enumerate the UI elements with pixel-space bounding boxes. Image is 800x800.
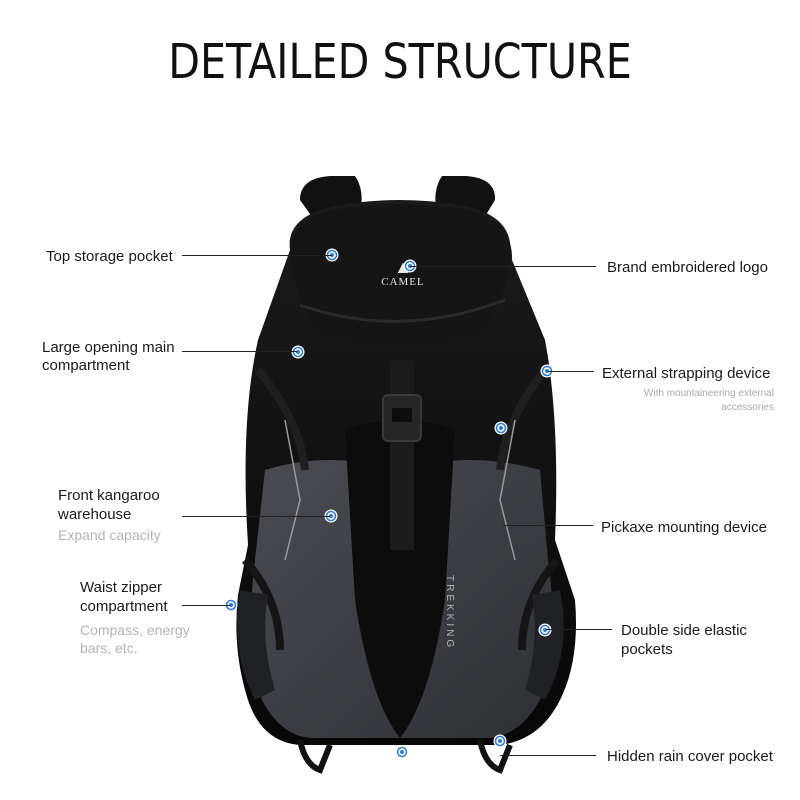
center-strap — [390, 360, 414, 550]
label-front-kangaroo-line1: Front kangaroo — [58, 487, 160, 504]
label-waist-zipper-line2: compartment — [80, 598, 168, 615]
leader-brand-logo — [410, 266, 596, 267]
marker-pickaxe-icon — [494, 421, 508, 435]
marker-bottom-icon — [395, 745, 409, 759]
label-side-pockets-line1: Double side elastic — [621, 622, 747, 639]
label-front-kangaroo-sub: Expand capacity — [58, 527, 161, 543]
leader-waist-zipper — [182, 605, 230, 606]
label-rain-cover: Hidden rain cover pocket — [607, 748, 773, 765]
label-pickaxe: Pickaxe mounting device — [601, 519, 767, 536]
brand-wordmark: CAMEL — [381, 276, 425, 288]
label-main-compartment-line1: Large opening main — [42, 339, 175, 356]
label-main-compartment-line2: compartment — [42, 357, 130, 374]
leader-main-compartment — [182, 351, 297, 352]
right-elastic-pocket — [525, 590, 564, 700]
left-elastic-pocket — [237, 590, 275, 700]
label-top-storage-pocket: Top storage pocket — [46, 248, 173, 265]
leader-side-pockets — [546, 629, 612, 630]
label-external-strapping-title: External strapping device — [602, 365, 771, 382]
leader-top-storage — [182, 255, 332, 256]
leader-pickaxe — [503, 525, 593, 526]
label-external-strapping-sub2: accessories — [721, 402, 774, 413]
label-waist-zipper-line1: Waist zipper — [80, 579, 162, 596]
top-lid — [290, 204, 512, 345]
marker-side-pockets-icon — [538, 623, 552, 637]
label-side-pockets-line2: pockets — [621, 641, 673, 658]
marker-rain-cover-icon — [493, 734, 507, 748]
label-waist-zipper-sub2: bars, etc. — [80, 640, 138, 656]
leader-external-strapping — [548, 371, 594, 372]
page-title: DETAILED STRUCTURE — [168, 34, 632, 90]
center-black-panel — [345, 420, 455, 738]
label-brand-logo: Brand embroidered logo — [607, 259, 768, 276]
label-front-kangaroo-line2: warehouse — [58, 506, 132, 523]
leader-rain-cover — [500, 755, 596, 756]
label-waist-zipper-sub1: Compass, energy — [80, 622, 190, 638]
marker-main-compartment-icon — [291, 345, 305, 359]
leader-front-kangaroo — [182, 516, 330, 517]
label-external-strapping-sub1: With mountaineering external — [643, 388, 774, 399]
